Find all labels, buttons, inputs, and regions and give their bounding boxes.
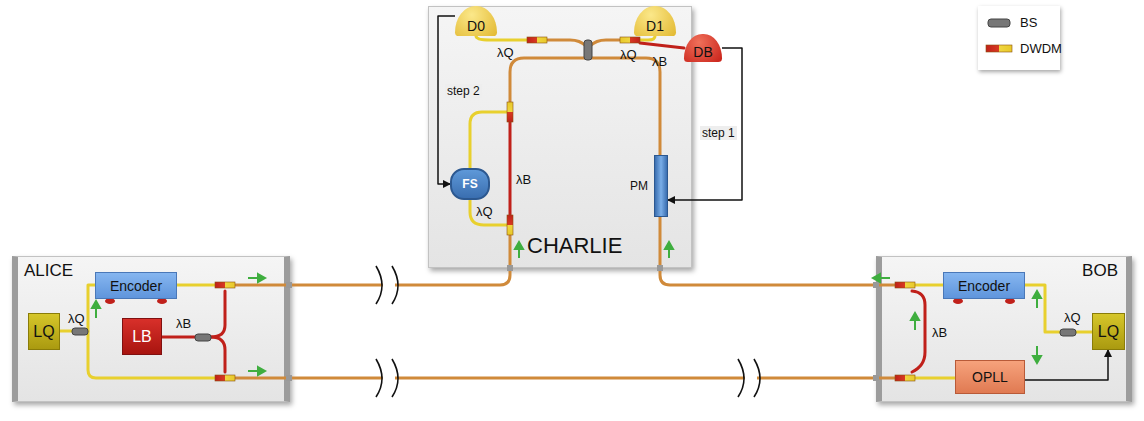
laser-box: LQ [28, 313, 60, 350]
node-label: FS [462, 177, 477, 191]
node-label: PM [630, 179, 648, 193]
wavelength-label: λB [932, 325, 947, 340]
bob-panel: BOB EncoderLQ OPLL [876, 256, 1132, 402]
detector-dome: DB [684, 34, 722, 62]
wavelength-label: λB [176, 316, 191, 331]
encoder-box: Encoder [95, 272, 177, 299]
node-label: LQ [33, 323, 54, 341]
panel-title: CHARLIE [527, 233, 622, 259]
wavelength-label: λQ [68, 311, 85, 326]
step-label: step 2 [445, 84, 482, 98]
node-label: DB [693, 44, 712, 60]
node-label: D0 [467, 18, 485, 34]
node-label: OPLL [972, 369, 1008, 385]
node-label: Encoder [110, 278, 162, 294]
modulator-bar [654, 155, 668, 217]
wavelength-label: λQ [1064, 310, 1081, 325]
node-label: LQ [1098, 323, 1119, 341]
legend-text: DWDM [1020, 41, 1062, 56]
step-label: step 1 [700, 126, 737, 140]
node-label: D1 [646, 18, 664, 34]
node-label: Encoder [958, 278, 1010, 294]
fiber-stretcher: FS [450, 168, 490, 200]
detector-dome: D0 [455, 6, 497, 36]
legend-text: BS [1020, 15, 1037, 30]
phase-modulator: PM [630, 155, 668, 217]
encoder-box: Encoder [943, 272, 1025, 299]
pll-box: OPLL [955, 360, 1025, 394]
wavelength-label: λQ [620, 47, 637, 62]
laser-box: LB [122, 318, 162, 355]
wavelength-label: λQ [497, 45, 514, 60]
panel-title: BOB [1082, 261, 1118, 281]
alice-panel: ALICE EncoderLQ LB [12, 256, 290, 402]
charlie-panel: CHARLIED0D1DBFSPM [428, 6, 692, 268]
wavelength-label: λB [652, 54, 667, 69]
laser-box: LQ [1092, 313, 1125, 350]
legend-box [978, 6, 1060, 70]
wavelength-label: λQ [476, 204, 493, 219]
node-label: LB [132, 328, 152, 346]
panel-title: ALICE [24, 261, 73, 281]
wavelength-label: λB [516, 172, 531, 187]
detector-dome: D1 [634, 6, 676, 36]
